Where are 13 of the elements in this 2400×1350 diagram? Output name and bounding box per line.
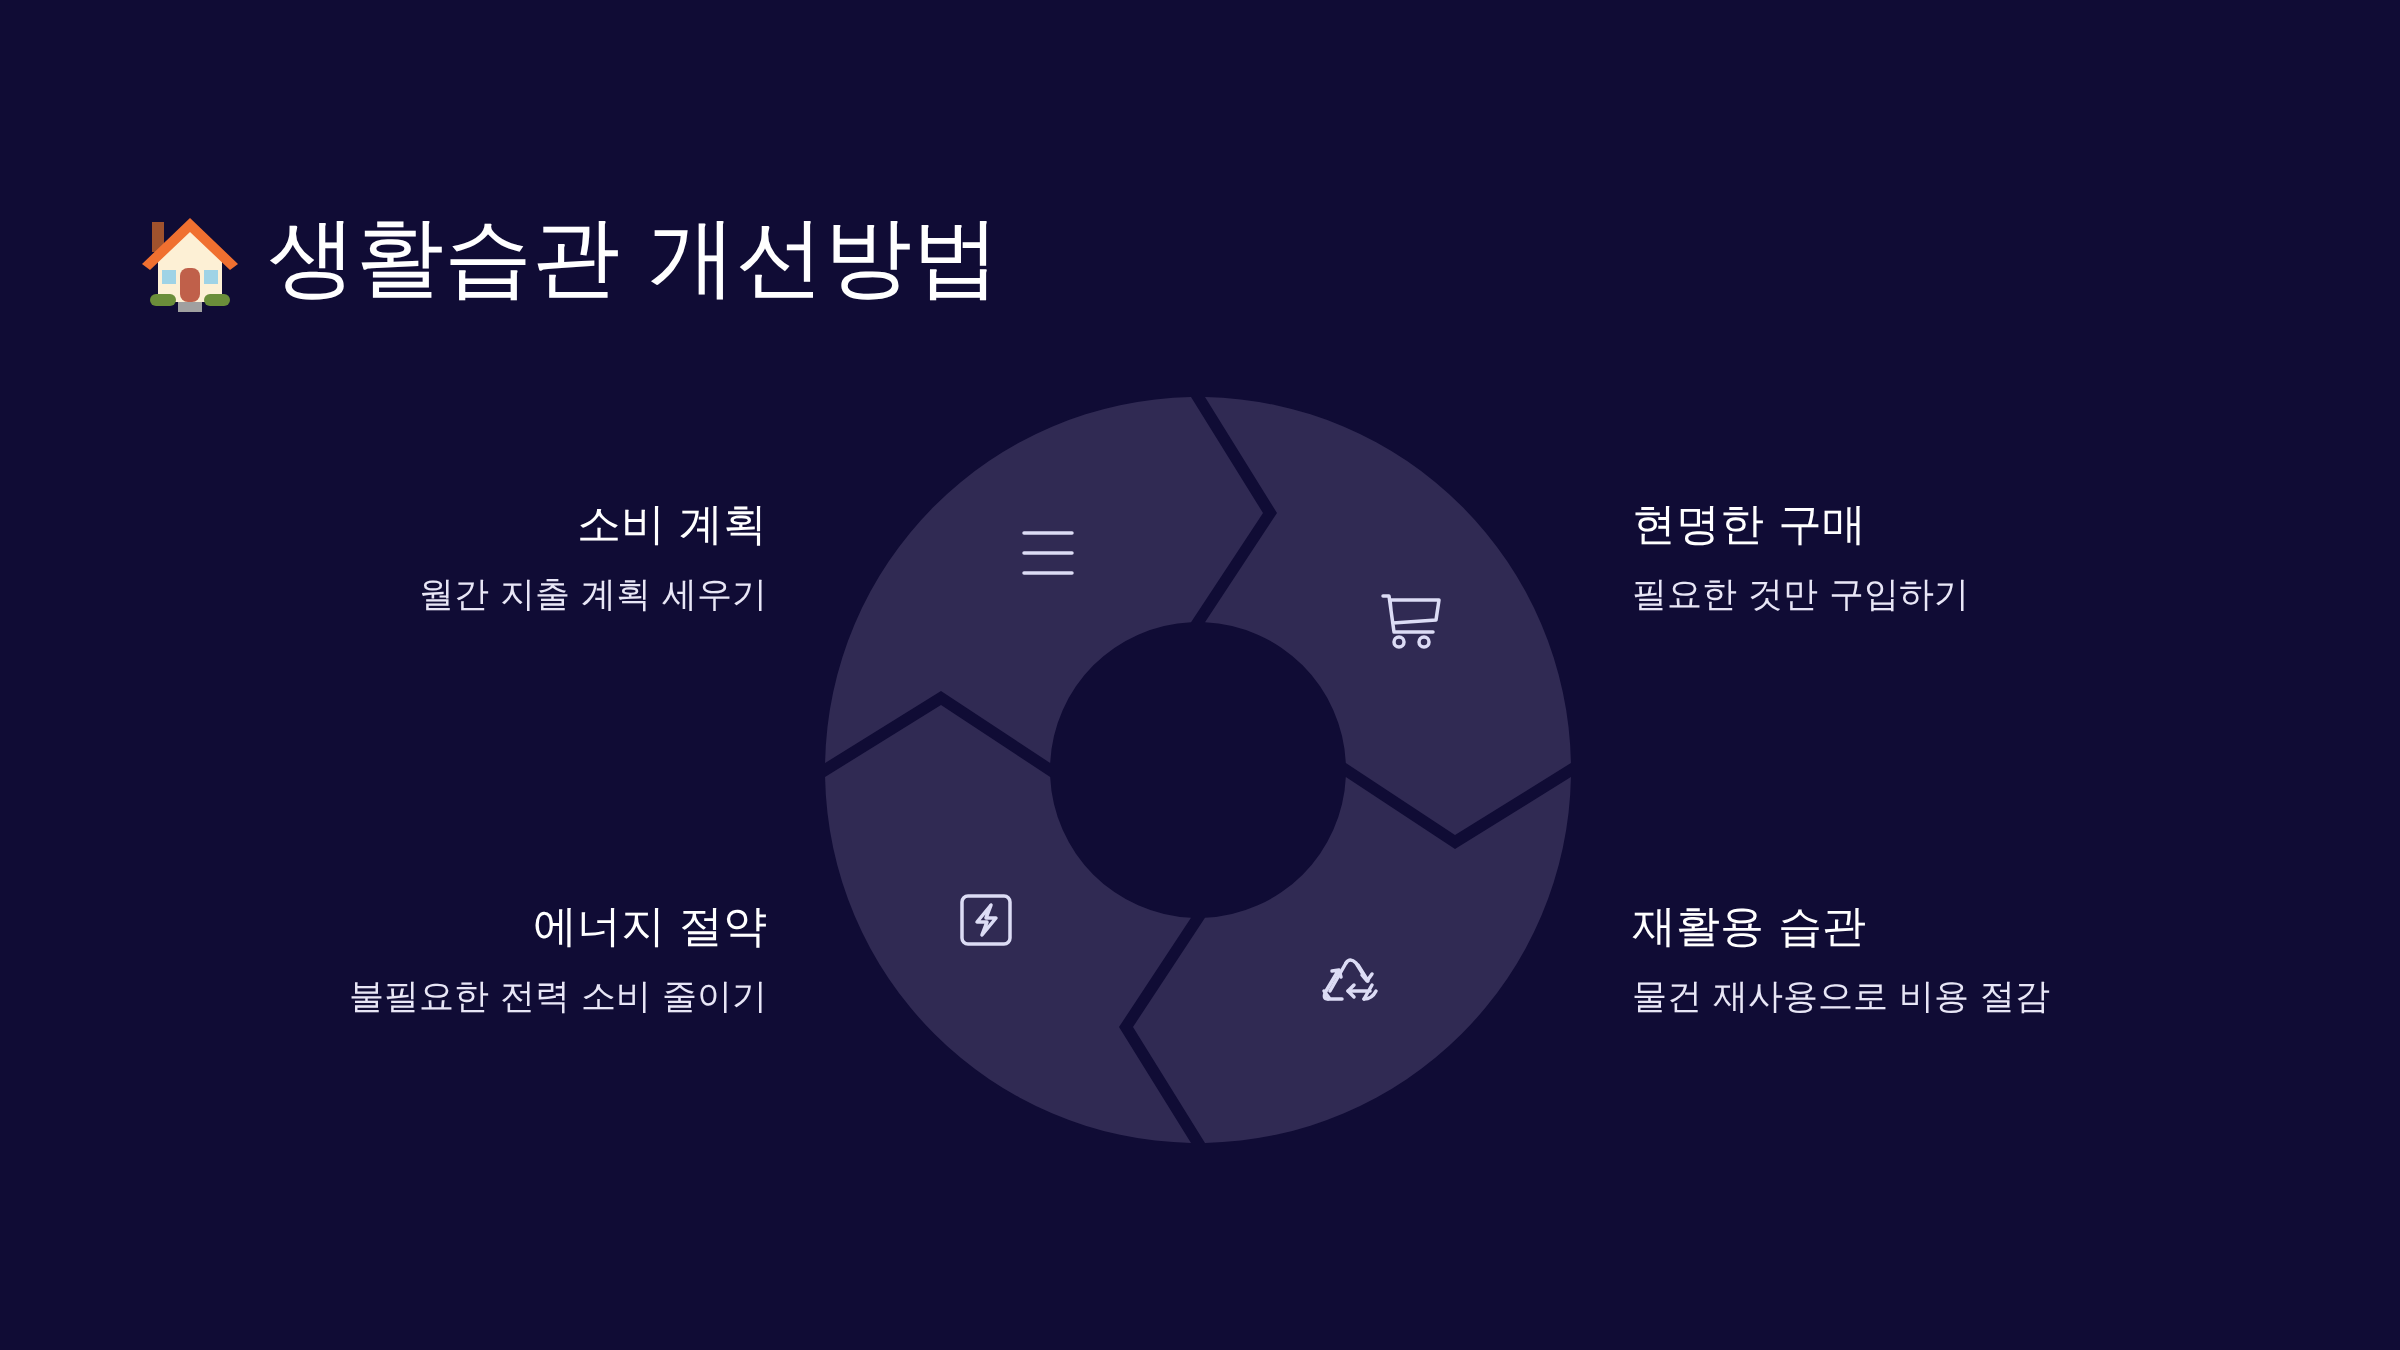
step-heading: 소비 계획 [577, 498, 767, 550]
ring-segment [1133, 777, 1571, 1143]
step-heading: 현명한 구매 [1632, 498, 1866, 550]
step-description: 필요한 것만 구입하기 [1632, 573, 1970, 615]
ring-segment [825, 705, 1191, 1143]
ring-segment [825, 397, 1263, 763]
ring-segment [1205, 397, 1571, 835]
step-description: 월간 지출 계획 세우기 [418, 573, 767, 615]
step-description: 불필요한 전력 소비 줄이기 [348, 975, 767, 1017]
step-heading: 재활용 습관 [1632, 900, 1866, 952]
step-description: 물건 재사용으로 비용 절감 [1632, 975, 2051, 1017]
step-heading: 에너지 절약 [533, 900, 767, 952]
title: 생활습관 개선방법 [268, 205, 1000, 309]
